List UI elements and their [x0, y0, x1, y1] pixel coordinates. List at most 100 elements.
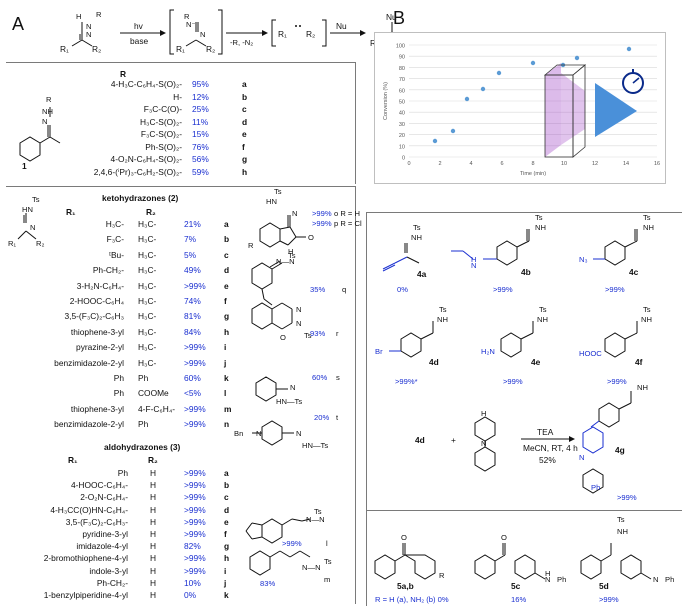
d-op-ts: Ts	[274, 187, 282, 196]
panel-d: Ts HN N R₁ R₂ ketohydrazones (2) R₁ R₂ H…	[6, 186, 362, 604]
aldo-row-id: j	[224, 577, 227, 588]
aldo-row-r2: H	[150, 590, 157, 600]
e-4d-br: Br	[375, 347, 383, 356]
x-tick-label: 2	[438, 161, 441, 167]
c-row-r: H₃C-S(O)₂-	[139, 116, 182, 127]
aldo-row-r1: pyridine-3-yl	[82, 529, 128, 539]
a-int-r2: R₂	[206, 44, 216, 54]
aldo-row-pct: >99%	[184, 516, 206, 527]
aldo-row-r2: H	[150, 565, 157, 576]
keto-row-r2: H₃C-	[138, 280, 157, 291]
y-tick-label: 90	[399, 55, 405, 61]
x-tick-label: 16	[654, 161, 660, 167]
aldo-row-r2: H	[150, 541, 157, 552]
d-m-ts: Ts	[324, 557, 332, 566]
keto-row-pct: >99%	[184, 357, 206, 368]
keto-row-r2: H₃C-	[138, 219, 157, 229]
f-structures	[374, 543, 652, 580]
d-o-lab: o R = H	[334, 209, 360, 218]
keto-row-pct: 60%	[184, 373, 201, 383]
c-row-id: b	[242, 91, 248, 102]
c-row-r: 4-O₂N-C₆H₄-S(O)₂-	[110, 154, 182, 164]
keto-col-r2: R₂	[146, 207, 156, 217]
d-s-hnts: HN—Ts	[276, 397, 303, 406]
e-4f-id: 4f	[635, 357, 643, 367]
d-op-n: N	[292, 209, 298, 218]
c-row-pct: 59%	[192, 166, 209, 177]
keto-row-pct: 21%	[184, 219, 201, 229]
e-4d-nh: NH	[437, 315, 448, 324]
keto-row-r1: H₃C-	[105, 219, 124, 229]
a-n1: N	[86, 22, 92, 31]
keto-row-id: n	[224, 419, 230, 430]
aldo-row-pct: >99%	[184, 468, 206, 478]
c-row-r: 2,4,6-(ⁱPr)₃-C₆H₂-S(O)₂-	[93, 166, 182, 177]
keto-row-r1: 3-H₂N-C₆H₄-	[76, 280, 124, 291]
panel-a-label: A	[12, 14, 25, 34]
e-4f-hooc: HOOC	[579, 349, 602, 358]
data-point	[626, 46, 632, 52]
e-4f-pct: >99%	[607, 377, 627, 386]
y-tick-label: 30	[399, 122, 405, 128]
keto-row-r1: thiophene-3-yl	[70, 403, 124, 414]
e-4g-nh: NH	[637, 383, 648, 392]
x-tick-label: 10	[561, 161, 567, 167]
aldo-row-id: d	[224, 504, 230, 515]
c-header-r: R	[120, 69, 127, 79]
c-row-pct: 56%	[192, 154, 209, 164]
y-tick-label: 100	[396, 44, 405, 50]
a-r2: R₂	[92, 44, 102, 54]
keto-row-pct: >99%	[184, 342, 206, 353]
e-4b-ts: Ts	[535, 213, 543, 222]
a-int-n: N	[200, 30, 206, 39]
aldo-row-r2: H	[150, 480, 157, 491]
d-r-id: r	[336, 329, 339, 338]
f-o1: O	[401, 533, 407, 542]
keto-row-r2: H₃C-	[138, 234, 157, 245]
keto-row-r1: 3,5-(F₃C)₂-C₆H₃	[64, 311, 124, 322]
e-4c-id: 4c	[629, 267, 639, 277]
d-op-r: R	[248, 241, 254, 250]
x-axis-label: Time (min)	[520, 171, 546, 177]
a-r1: R₁	[60, 44, 69, 54]
aldo-row-r1: 2-bromothiophene-4-yl	[43, 553, 128, 564]
keto-row-r1: benzimidazole-2-yl	[54, 357, 124, 368]
d-p-lab: p R = Cl	[334, 219, 362, 228]
c-compound-1: 1	[22, 161, 27, 171]
keto-row-id: c	[224, 249, 229, 260]
keto-row-pct: 84%	[184, 326, 201, 337]
d-l-id: l	[326, 539, 328, 548]
c-row-pct: 15%	[192, 129, 209, 139]
keto-row-pct: 74%	[184, 296, 201, 306]
e-4a-pct: 0%	[397, 285, 408, 294]
aldo-row-r2: H	[150, 468, 157, 478]
keto-row-pct: 5%	[184, 249, 197, 260]
aldo-row-r2: H	[150, 577, 157, 588]
keto-row-r2: H₃C-	[138, 265, 157, 276]
d-l-nnh: N—N	[306, 515, 325, 524]
aldo-row-id: c	[224, 492, 229, 503]
keto-row-id: g	[224, 311, 230, 322]
e-4a-nh: NH	[411, 233, 422, 242]
d-r-n2: N	[296, 319, 302, 328]
aldo-row-pct: >99%	[184, 529, 206, 539]
d-r-pct: 93%	[310, 329, 326, 338]
light-beam	[545, 63, 561, 157]
keto-row-r1: thiophene-3-yl	[70, 326, 124, 337]
e-product-pct: >99%	[617, 493, 637, 502]
c-row-r: F₃C-C(O)-	[143, 104, 182, 114]
e-pip-h: H	[481, 409, 487, 418]
keto-row-r2: H₃C-	[138, 249, 157, 260]
keto-row-r2: COOMe	[138, 388, 169, 399]
d-r-ts: Ts	[304, 331, 312, 340]
d-n: N	[30, 223, 36, 232]
keto-row-id: i	[224, 342, 227, 353]
f-nh: NH	[617, 527, 628, 536]
panel-f: O R 5a,b R = H (a), NH₂ (b) 0% O H N Ph …	[366, 510, 682, 606]
keto-row-r2: Ph	[138, 419, 149, 430]
d-s-id: s	[336, 373, 340, 382]
aldo-row-pct: 0%	[184, 590, 197, 600]
aldo-row-r1: 1-benzylpiperidine-4-yl	[43, 590, 128, 600]
